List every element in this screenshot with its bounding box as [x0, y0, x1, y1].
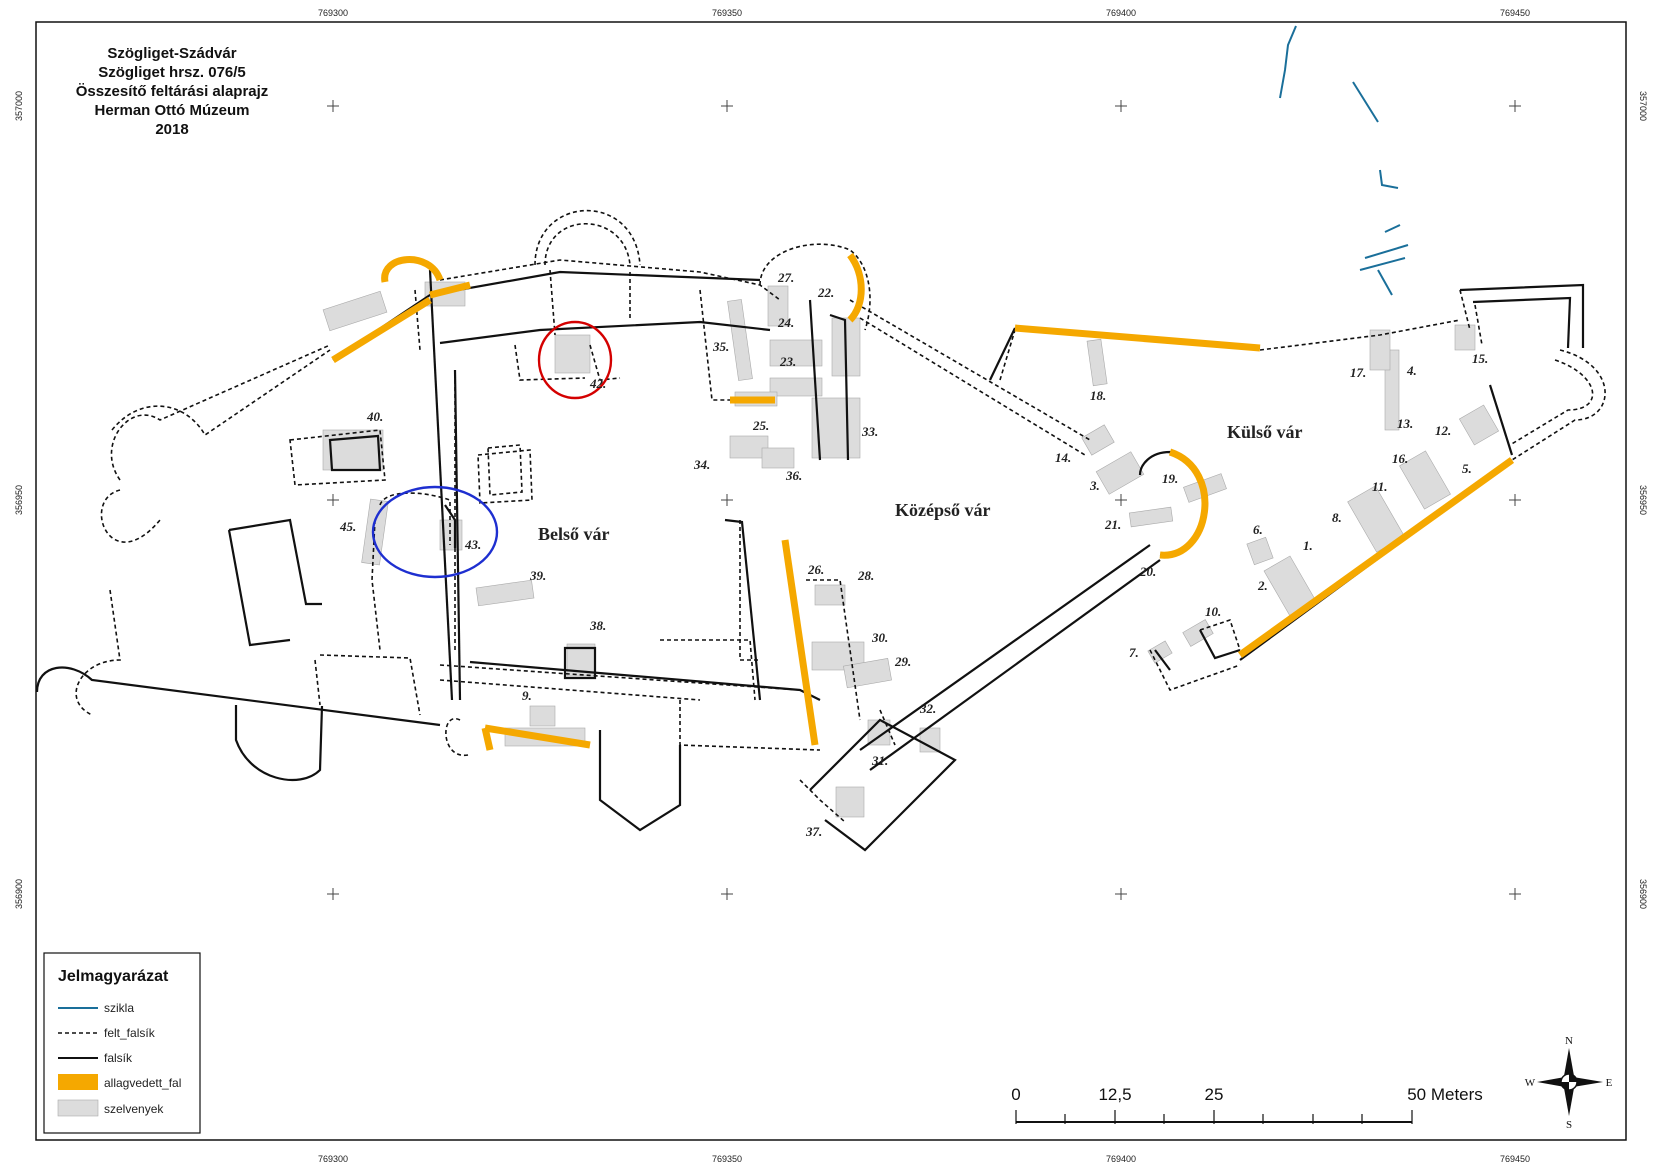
- section-label: 9.: [522, 688, 532, 703]
- section-label: 12.: [1435, 423, 1451, 438]
- section-label: 32.: [919, 701, 936, 716]
- section-label: 22.: [817, 285, 834, 300]
- y-coord-right: 356900: [1638, 879, 1648, 909]
- section-label: 36.: [785, 468, 802, 483]
- x-coordinates-bottom: 769300 769350 769400 769450: [318, 1154, 1530, 1164]
- legend-swatch-protected: [58, 1074, 98, 1090]
- x-coord-top: 769400: [1106, 8, 1136, 18]
- compass-n: N: [1565, 1035, 1573, 1047]
- section-label: 3.: [1089, 478, 1100, 493]
- section-label: 7.: [1129, 645, 1139, 660]
- section-label: 13.: [1397, 416, 1413, 431]
- scale-label: 50 Meters: [1407, 1085, 1483, 1104]
- section-label: 4.: [1406, 363, 1417, 378]
- y-coord-left: 356900: [14, 879, 24, 909]
- walls-dashed: [75, 209, 1606, 823]
- grid-crosses: [327, 100, 1521, 900]
- rock-lines: [837, 25, 1409, 444]
- section-labels: 1. 2. 3. 4. 5. 6. 7. 8. 9. 10. 11. 12. 1…: [339, 270, 1488, 839]
- section-label: 8.: [1332, 510, 1342, 525]
- section-label: 2.: [1257, 578, 1268, 593]
- section-label: 42.: [589, 376, 606, 391]
- section-label: 17.: [1350, 365, 1366, 380]
- scale-label: 0: [1011, 1085, 1020, 1104]
- compass-w: W: [1525, 1077, 1536, 1089]
- compass-icon: N S W E: [1525, 1035, 1613, 1131]
- section-label: 33.: [861, 424, 878, 439]
- section-label: 21.: [1104, 517, 1121, 532]
- title-line: Összesítő feltárási alaprajz: [76, 83, 269, 100]
- section-label: 5.: [1462, 461, 1472, 476]
- section-label: 29.: [894, 654, 911, 669]
- legend: Jelmagyarázat szikla felt_falsík falsík …: [43, 952, 201, 1134]
- section-label: 6.: [1253, 522, 1263, 537]
- x-coord-top: 769450: [1500, 8, 1530, 18]
- red-highlight-circle: [537, 320, 613, 400]
- x-coord-bottom: 769300: [318, 1154, 348, 1164]
- x-coord-bottom: 769400: [1106, 1154, 1136, 1164]
- section-label: 14.: [1055, 450, 1071, 465]
- legend-swatch-sections: [57, 1099, 99, 1117]
- section-label: 40.: [366, 409, 383, 424]
- compass-e: E: [1606, 1077, 1613, 1089]
- legend-label: allagvedett_fal: [104, 1076, 181, 1090]
- zone-label-kulso: Külső vár: [1227, 422, 1303, 442]
- legend-label: szikla: [104, 1001, 134, 1015]
- blue-highlight-circle: [371, 485, 499, 579]
- section-label: 31.: [871, 753, 888, 768]
- section-label: 35.: [712, 339, 729, 354]
- section-label: 34.: [693, 457, 710, 472]
- compass-s: S: [1566, 1119, 1572, 1131]
- scale-label: 25: [1205, 1085, 1224, 1104]
- title-line: Szögliget-Szádvár: [107, 45, 236, 62]
- section-label: 10.: [1205, 604, 1221, 619]
- title-line: Herman Ottó Múzeum: [94, 102, 249, 119]
- title-block: Szögliget-Szádvár Szögliget hrsz. 076/5 …: [38, 24, 282, 142]
- y-coord-left: 357000: [14, 91, 24, 121]
- x-coord-bottom: 769350: [712, 1154, 742, 1164]
- x-coord-bottom: 769450: [1500, 1154, 1530, 1164]
- scale-bar: 0 12,5 25 50 Meters: [1011, 1085, 1483, 1124]
- zone-label-belso: Belső vár: [538, 524, 610, 544]
- section-label: 15.: [1472, 351, 1488, 366]
- section-label: 37.: [805, 824, 822, 839]
- section-label: 11.: [1372, 479, 1388, 494]
- section-label: 45.: [339, 519, 356, 534]
- section-label: 25.: [752, 418, 769, 433]
- legend-title: Jelmagyarázat: [58, 968, 169, 985]
- section-label: 28.: [857, 568, 874, 583]
- title-line: Szögliget hrsz. 076/5: [98, 64, 246, 81]
- x-coord-top: 769300: [318, 8, 348, 18]
- scale-label: 12,5: [1098, 1085, 1131, 1104]
- x-coord-top: 769350: [712, 8, 742, 18]
- section-label: 18.: [1090, 388, 1106, 403]
- y-coord-right: 356950: [1638, 485, 1648, 515]
- section-label: 39.: [529, 568, 546, 583]
- zone-label-kozepso: Középső vár: [895, 500, 990, 520]
- section-label: 27.: [777, 270, 794, 285]
- section-label: 30.: [871, 630, 888, 645]
- section-label: 20.: [1139, 564, 1156, 579]
- section-label: 1.: [1303, 538, 1313, 553]
- y-coord-right: 357000: [1638, 91, 1648, 121]
- section-label: 38.: [589, 618, 606, 633]
- y-coord-left: 356950: [14, 485, 24, 515]
- y-coordinates-left: 357000 356950 356900: [14, 91, 24, 909]
- section-label: 43.: [464, 537, 481, 552]
- section-label: 24.: [777, 315, 794, 330]
- walls-protected: [331, 252, 1515, 751]
- legend-label: szelvenyek: [104, 1102, 164, 1116]
- section-label: 16.: [1392, 451, 1408, 466]
- section-label: 19.: [1162, 471, 1178, 486]
- section-label: 23.: [779, 354, 796, 369]
- legend-label: felt_falsík: [104, 1026, 156, 1040]
- map-frame: [35, 21, 1627, 1141]
- section-label: 26.: [807, 562, 824, 577]
- x-coordinates-top: 769300 769350 769400 769450: [318, 8, 1530, 18]
- legend-label: falsík: [104, 1051, 133, 1065]
- title-line: 2018: [155, 121, 188, 138]
- y-coordinates-right: 357000 356950 356900: [1638, 91, 1648, 909]
